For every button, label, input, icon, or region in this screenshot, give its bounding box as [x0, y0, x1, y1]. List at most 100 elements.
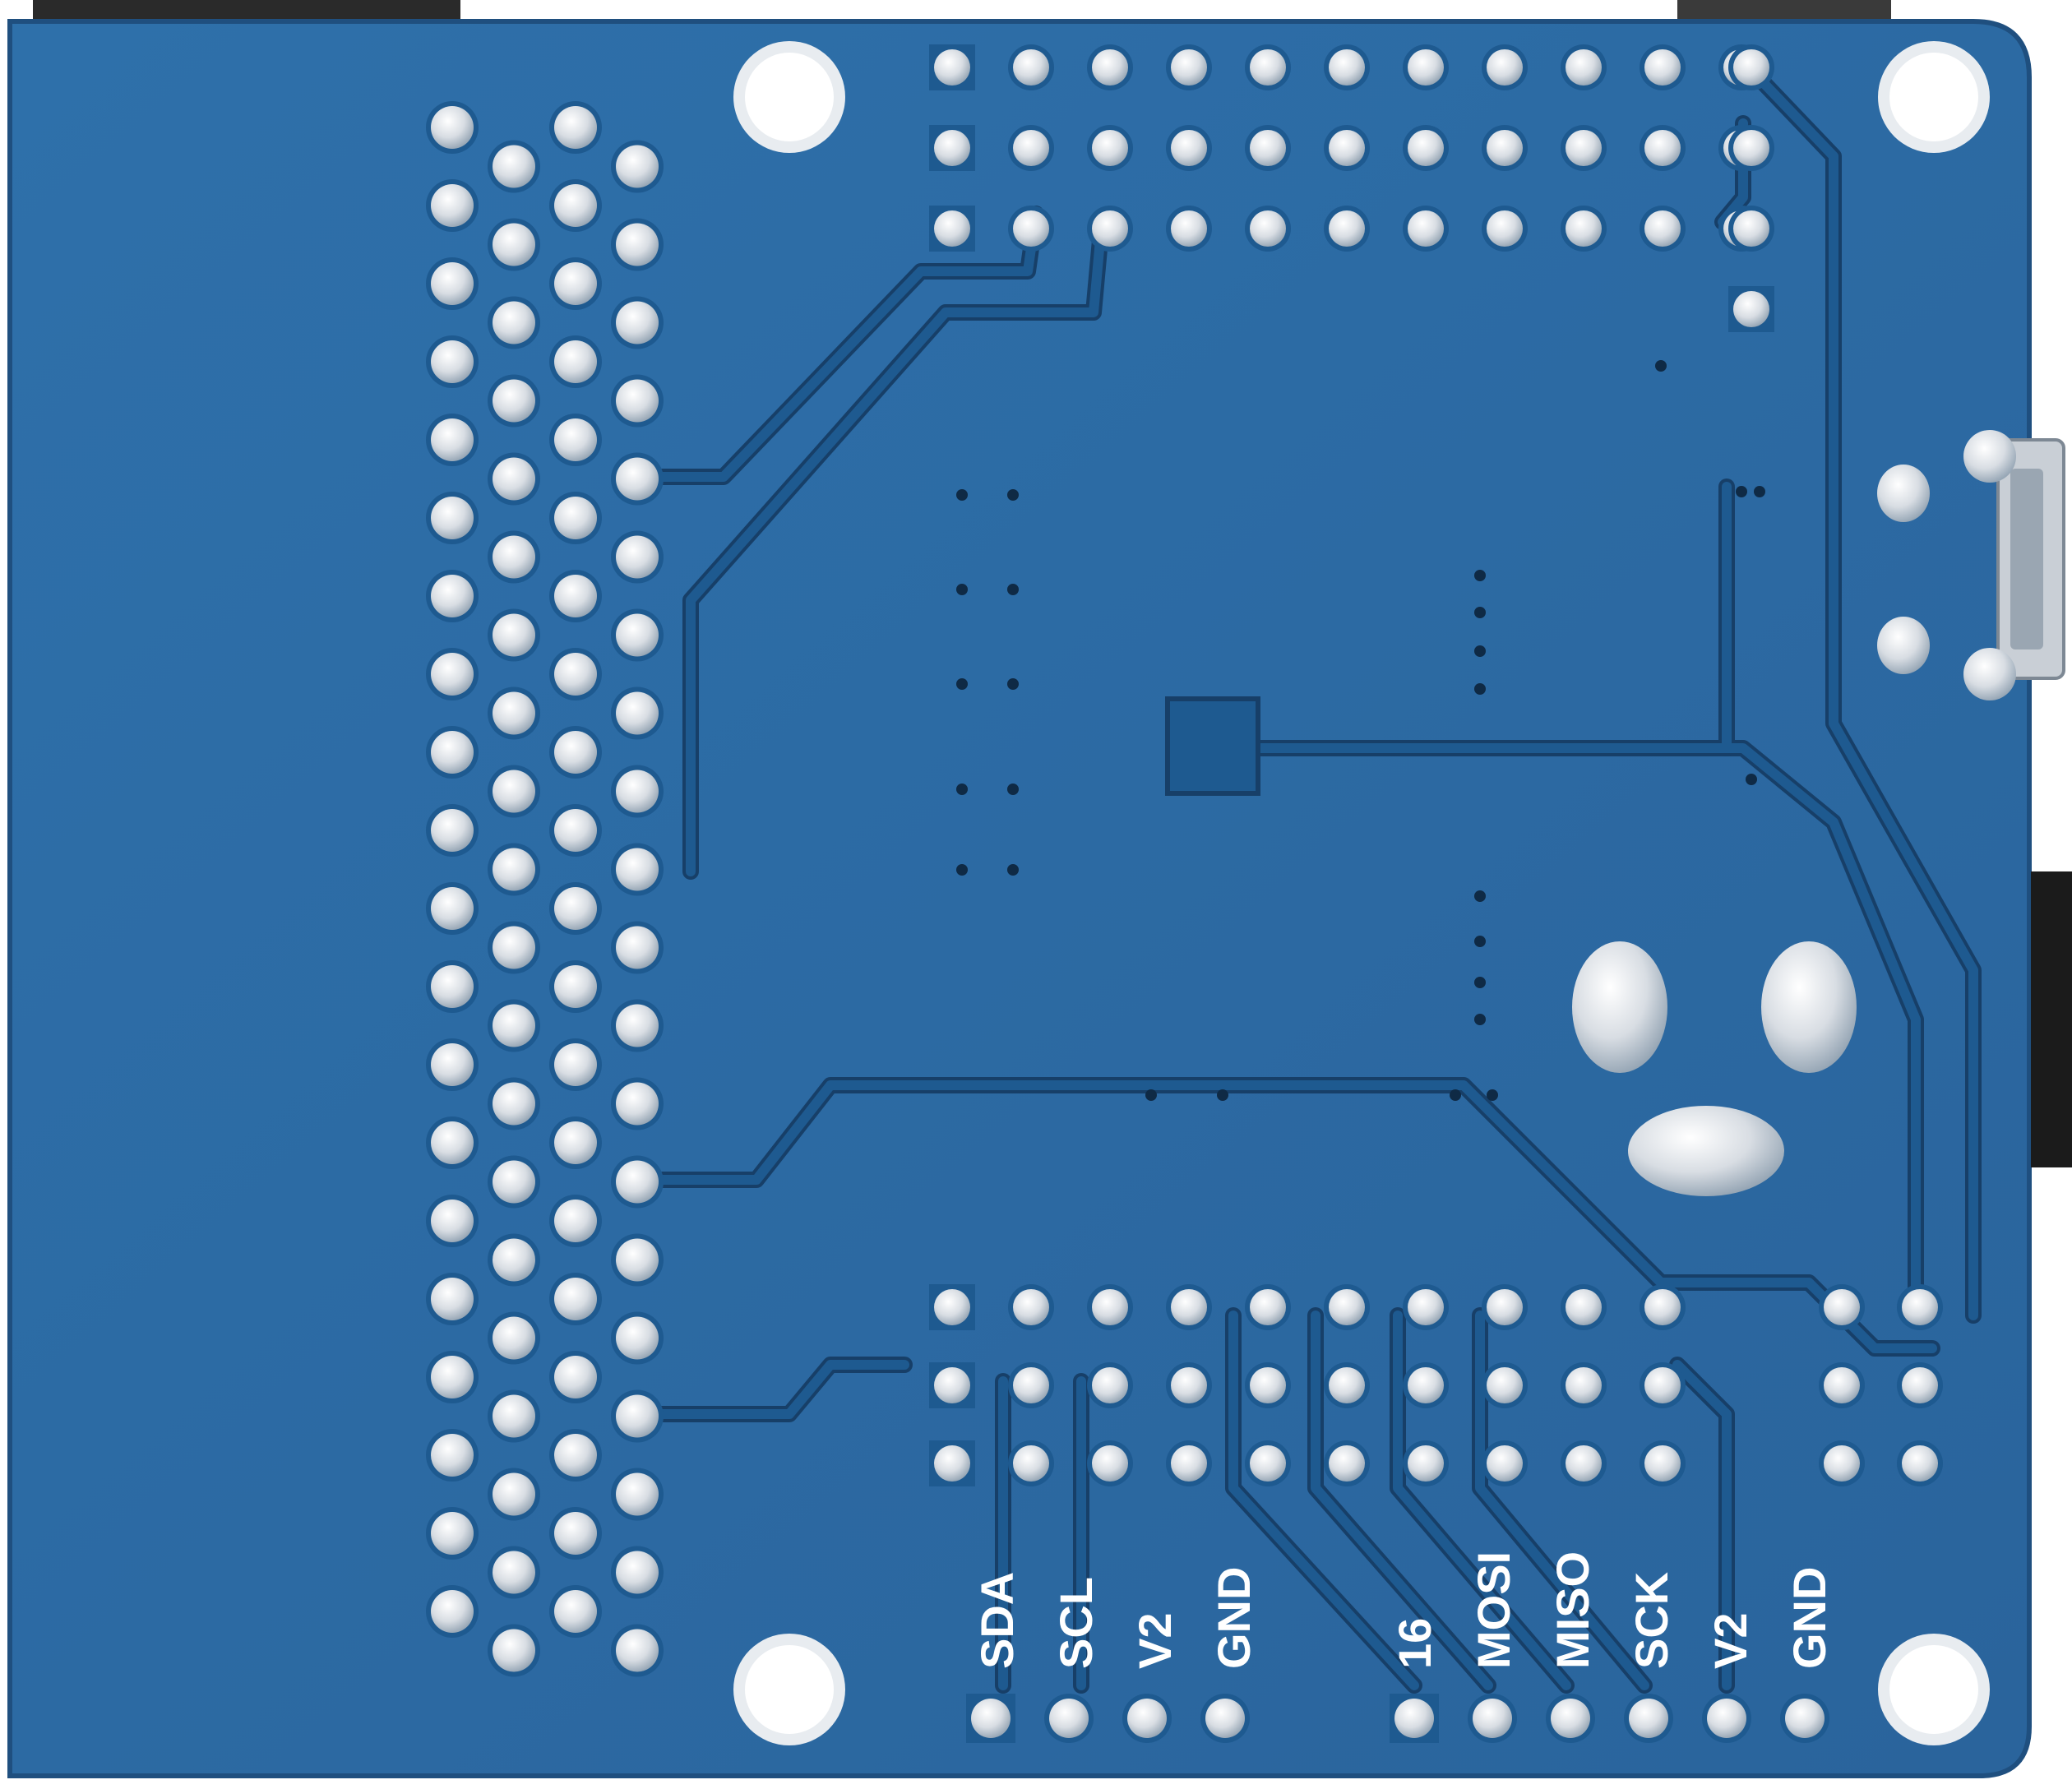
solder-pad: [426, 1116, 479, 1169]
silk-label-gnd: GND: [1208, 1567, 1260, 1669]
solder-pad: [1546, 1694, 1595, 1743]
solder-pad: [1702, 1694, 1751, 1743]
silkscreen-labels: SDA SCL V2 GND 16 MOSI MISO SCK V2 GND: [971, 1551, 1835, 1669]
solder-pad: [1640, 1440, 1686, 1486]
solder-pad: [1087, 125, 1133, 171]
solder-pad: [1087, 1284, 1133, 1330]
solder-pad: [549, 1585, 602, 1638]
mounting-hole: [1889, 1645, 1978, 1734]
via: [1474, 977, 1486, 988]
solder-pad: [611, 1468, 664, 1521]
solder-blob: [1963, 430, 2016, 483]
solder-pad: [426, 1273, 479, 1325]
solder-blob: [1877, 465, 1930, 522]
vias: [956, 360, 1765, 1101]
square-pad: [1728, 286, 1774, 332]
solder-pad: [1482, 125, 1528, 171]
silk-label-gnd-right: GND: [1783, 1567, 1835, 1669]
solder-pad: [1166, 1284, 1212, 1330]
solder-pad: [611, 686, 664, 740]
solder-pad: [1640, 1284, 1686, 1330]
solder-pad: [488, 921, 540, 974]
via: [1217, 1089, 1228, 1101]
solder-pad: [1482, 1362, 1528, 1408]
solder-pad: [1640, 44, 1686, 90]
solder-pad: [426, 257, 479, 310]
large-solder-pads: [1572, 430, 2016, 1196]
solder-pad: [1087, 1440, 1133, 1486]
solder-pad: [1166, 1362, 1212, 1408]
solder-pad: [426, 335, 479, 388]
solder-pad: [1008, 1362, 1054, 1408]
top-pin-header: [929, 44, 1764, 252]
solder-pad: [1403, 125, 1449, 171]
solder-pad: [488, 530, 540, 584]
solder-pad: [549, 882, 602, 935]
solder-pad: [1403, 1440, 1449, 1486]
solder-pad: [549, 1507, 602, 1560]
solder-pad: [426, 492, 479, 544]
solder-pad: [549, 960, 602, 1013]
solder-pad: [426, 648, 479, 700]
solder-pad: [549, 1195, 602, 1247]
via: [1007, 489, 1019, 501]
square-pad: [1390, 1694, 1439, 1743]
solder-pad: [1897, 1284, 1943, 1330]
via: [956, 584, 968, 595]
solder-pad: [611, 296, 664, 349]
solder-pad: [1819, 1362, 1865, 1408]
solder-pad: [1200, 1694, 1250, 1743]
solder-pad: [1482, 44, 1528, 90]
silk-label-v2-right: V2: [1704, 1613, 1756, 1670]
solder-pad: [1403, 1284, 1449, 1330]
solder-blob: [1628, 1106, 1784, 1196]
solder-pad: [549, 726, 602, 779]
solder-pad: [426, 1429, 479, 1482]
solder-pad: [1324, 1284, 1370, 1330]
solder-pad: [1122, 1694, 1172, 1743]
solder-pad: [1897, 1440, 1943, 1486]
solder-pad: [1245, 1284, 1291, 1330]
solder-pad: [488, 1546, 540, 1599]
solder-pad: [488, 374, 540, 428]
solder-blob: [1572, 941, 1667, 1073]
solder-pad: [549, 570, 602, 622]
solder-pad: [1482, 206, 1528, 252]
solder-pad: [549, 1273, 602, 1325]
solder-pad: [611, 1155, 664, 1209]
solder-pad: [549, 492, 602, 544]
solder-pad: [1087, 1362, 1133, 1408]
solder-pad: [488, 218, 540, 271]
solder-pad: [611, 608, 664, 662]
via: [1754, 486, 1765, 497]
main-gpio-header: [426, 101, 664, 1677]
solder-pad: [1166, 1440, 1212, 1486]
via: [1450, 1089, 1461, 1101]
solder-pad: [488, 296, 540, 349]
solder-pad: [1008, 1284, 1054, 1330]
right-pin-header: [1728, 44, 1943, 1486]
solder-pad: [426, 804, 479, 857]
mounting-hole: [1889, 53, 1978, 141]
solder-pad: [1468, 1694, 1517, 1743]
solder-pad: [611, 999, 664, 1052]
solder-pad: [1245, 125, 1291, 171]
solder-pad: [1819, 1284, 1865, 1330]
solder-pad: [426, 1195, 479, 1247]
via: [1655, 360, 1667, 372]
solder-pad: [1640, 206, 1686, 252]
solder-pad: [488, 686, 540, 740]
square-pad: [929, 125, 975, 171]
solder-pad: [1728, 125, 1774, 171]
solder-pad: [426, 414, 479, 466]
silk-label-sda: SDA: [971, 1572, 1023, 1669]
via: [956, 784, 968, 795]
square-pad: [929, 1362, 975, 1408]
solder-pad: [1561, 206, 1607, 252]
solder-pad: [1561, 1440, 1607, 1486]
solder-pad: [611, 765, 664, 818]
via: [1007, 864, 1019, 876]
solder-pad: [1245, 1440, 1291, 1486]
solder-pad: [488, 140, 540, 193]
solder-pad: [611, 1311, 664, 1365]
